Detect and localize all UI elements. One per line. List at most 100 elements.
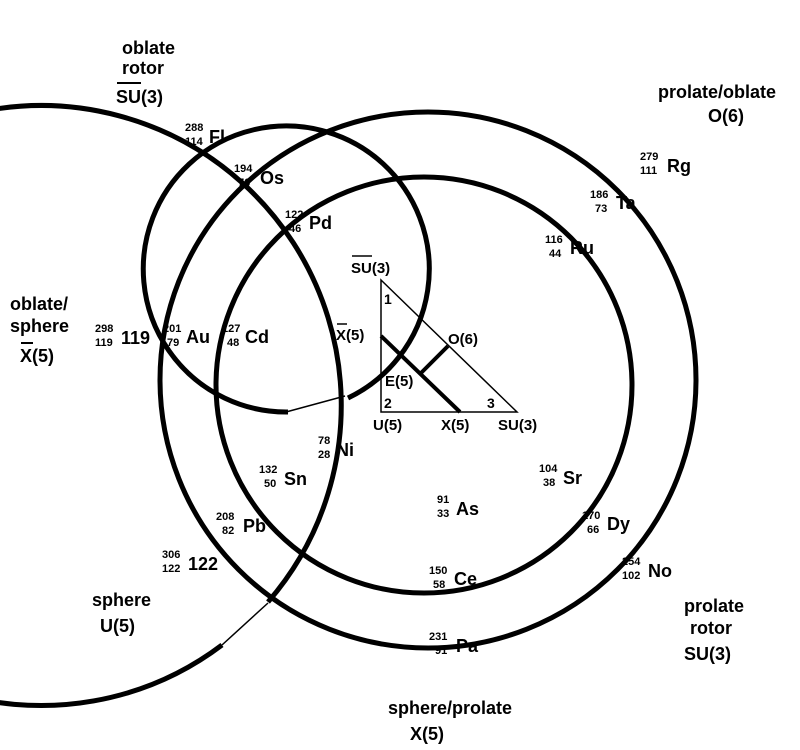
nuclide-z: 79 — [167, 337, 179, 349]
nuclide-symbol: Fl — [209, 127, 225, 147]
nuclide-mass: 288 — [185, 122, 203, 134]
nuclide-sr: 104 38 Sr — [539, 463, 582, 489]
prolate-rotor-line2: rotor — [690, 618, 732, 638]
nuclide-mass: 208 — [216, 511, 234, 523]
spiral-turn-1-arc — [140, 123, 432, 415]
prolate-oblate-sym: O(6) — [708, 106, 744, 126]
nuclide-z: 50 — [264, 478, 276, 490]
nuclide-z: 44 — [549, 248, 562, 260]
triangle-corner-3: 3 — [487, 395, 495, 411]
u5-label: U(5) — [373, 417, 402, 434]
nuclide-as: 91 33 As — [437, 494, 479, 520]
nuclide-mass: 231 — [429, 631, 447, 643]
oblate-rotor-line2: rotor — [122, 58, 164, 78]
nuclide-symbol: Pd — [309, 213, 332, 233]
nuclide-mass: 150 — [429, 565, 447, 577]
nuclide-symbol: Os — [260, 168, 284, 188]
nuclide-cd: 127 48 Cd — [222, 323, 269, 349]
nuclide-symbol: Sr — [563, 468, 582, 488]
sphere-prolate-line1: sphere/prolate — [388, 698, 512, 718]
triangle-outline — [380, 278, 519, 413]
nuclide-z: 28 — [318, 449, 330, 461]
nuclide-pd: 122 46 Pd — [285, 209, 332, 235]
nuclide-symbol: Au — [186, 327, 210, 347]
oblate-sphere-line2: sphere — [10, 316, 69, 336]
nuclide-z: 38 — [543, 477, 555, 489]
nuclide-mass: 127 — [222, 323, 240, 335]
nuclide-ta: 186 73 Ta — [590, 189, 637, 215]
nuclide-mass: 116 — [545, 234, 563, 246]
nuclide-mass: 91 — [437, 494, 449, 506]
nuclide-ce: 150 58 Ce — [429, 565, 477, 591]
nuclide-z: 66 — [587, 524, 599, 536]
nuclide-mass: 254 — [622, 556, 641, 568]
spiral-inner-connector — [285, 395, 346, 413]
nuclide-symbol: Sn — [284, 469, 307, 489]
spiral-turn-4 — [0, 103, 344, 708]
nuclide-no: 254 102 No — [622, 556, 672, 582]
nuclide-mass: 194 — [234, 163, 253, 175]
nuclide-mass: 78 — [318, 435, 330, 447]
spiral-outer-connector — [221, 602, 269, 646]
nuclide-mass: 132 — [259, 464, 277, 476]
nuclide-ru: 116 44 Ru — [545, 234, 594, 260]
nuclide-z: 48 — [227, 337, 239, 349]
nuclide-ni: 78 28 Ni — [318, 435, 354, 461]
prolate-rotor-sym: SU(3) — [684, 644, 731, 664]
nuclide-z: 33 — [437, 508, 449, 520]
nuclide-mass: 104 — [539, 463, 558, 475]
nuclide-mass: 170 — [582, 510, 600, 522]
nuclide-e119: 298 119 119 — [95, 323, 150, 349]
sphere-line1: sphere — [92, 590, 151, 610]
nuclide-z: 82 — [222, 525, 234, 537]
nuclide-symbol: No — [648, 561, 672, 581]
sphere-prolate-sym: X(5) — [410, 724, 444, 744]
nuclide-symbol: Rg — [667, 156, 691, 176]
nuclide-symbol: Ru — [570, 238, 594, 258]
nuclide-z: 73 — [595, 203, 607, 215]
nuclide-symbol: Ce — [454, 569, 477, 589]
nuclide-symbol: 119 — [121, 328, 150, 348]
triangle-corner-2: 2 — [384, 395, 392, 411]
oblate-rotor-line1: oblate — [122, 38, 175, 58]
su3-label: SU(3) — [498, 417, 537, 434]
nuclide-z: 46 — [289, 223, 301, 235]
prolate-oblate-line1: prolate/oblate — [658, 82, 776, 102]
nuclide-symbol: As — [456, 499, 479, 519]
oblate-sphere-sym: X(5) — [20, 346, 54, 366]
nuclide-rg: 279 111 Rg — [640, 151, 691, 177]
spiral — [0, 103, 699, 708]
nuclide-mass: 298 — [95, 323, 113, 335]
nuclide-z: 122 — [162, 563, 180, 575]
oblate-sphere-line1: oblate/ — [10, 294, 68, 314]
nuclide-symbol: Dy — [607, 514, 630, 534]
nuclide-z: 114 — [185, 136, 204, 148]
nuclide-mass: 201 — [163, 323, 181, 335]
nuclide-e122: 306 122 122 — [162, 549, 218, 575]
nuclide-symbol: Cd — [245, 327, 269, 347]
x5bar-label: X(5) — [336, 327, 364, 344]
nuclide-z: 91 — [435, 645, 447, 657]
nuclide-pa: 231 91 Pa — [429, 631, 479, 657]
phase-labels: oblate rotor SU(3) prolate/oblate O(6) o… — [10, 38, 776, 744]
o6-label: O(6) — [448, 331, 478, 348]
nuclide-z: 76 — [238, 177, 250, 189]
prolate-rotor-line1: prolate — [684, 596, 744, 616]
nuclide-symbol: 122 — [188, 554, 218, 574]
nuclide-os: 194 76 Os — [234, 163, 284, 189]
oblate-rotor-sym: SU(3) — [116, 87, 163, 107]
nuclide-symbol: Pa — [456, 636, 479, 656]
sphere-sym: U(5) — [100, 616, 135, 636]
nuclide-z: 102 — [622, 570, 640, 582]
nuclide-mass: 306 — [162, 549, 180, 561]
spiral-turn-3 — [157, 109, 699, 651]
nuclide-mass: 279 — [640, 151, 658, 163]
triangle-top-label: SU(3) — [351, 260, 390, 277]
x5-label: X(5) — [441, 417, 469, 434]
nuclide-z: 58 — [433, 579, 445, 591]
o6-line — [418, 344, 450, 376]
casten-triangle: SU(3) 1 X(5) O(6) E(5) 2 3 U(5) X(5) SU(… — [336, 255, 537, 434]
nuclide-symbol: Pb — [243, 516, 266, 536]
